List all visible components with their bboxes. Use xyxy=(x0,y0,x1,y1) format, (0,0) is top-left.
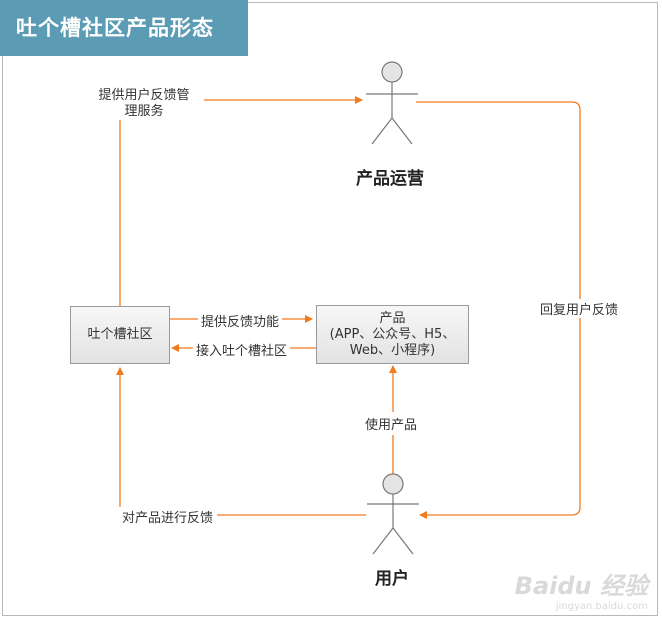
node-product-line2: (APP、公众号、H5、 xyxy=(329,326,456,342)
node-community: 吐个槽社区 xyxy=(70,306,170,364)
baidu-watermark: Baidu 经验 jingyan.baidu.com xyxy=(515,566,648,612)
title-banner: 吐个槽社区产品形态 xyxy=(0,0,248,56)
label-give-feedback: 对产品进行反馈 xyxy=(118,507,218,526)
label-provide-mgmt-line1: 提供用户反馈管 xyxy=(98,88,190,103)
edge-user-to-community xyxy=(116,367,366,516)
edge-community-to-operator xyxy=(119,96,363,306)
watermark-main: Baidu 经验 xyxy=(514,572,648,600)
label-reply-feedback: 回复用户反馈 xyxy=(538,299,621,318)
node-product: 产品 (APP、公众号、H5、 Web、小程序) xyxy=(316,305,469,364)
label-provide-mgmt: 提供用户反馈管 理服务 xyxy=(84,88,204,120)
operator-figure xyxy=(366,61,418,145)
label-integrate-community: 接入吐个槽社区 xyxy=(193,340,291,359)
node-product-line1: 产品 xyxy=(379,310,406,326)
user-figure xyxy=(367,473,419,555)
node-product-line3: Web、小程序) xyxy=(349,342,436,358)
label-use-product: 使用产品 xyxy=(363,412,420,435)
watermark-sub: jingyan.baidu.com xyxy=(555,601,648,612)
label-provide-mgmt-line2: 理服务 xyxy=(124,104,164,119)
actor-operator-label: 产品运营 xyxy=(356,169,424,189)
label-provide-feedback-fn: 提供反馈功能 xyxy=(198,311,283,330)
actor-user-label: 用户 xyxy=(375,569,409,589)
